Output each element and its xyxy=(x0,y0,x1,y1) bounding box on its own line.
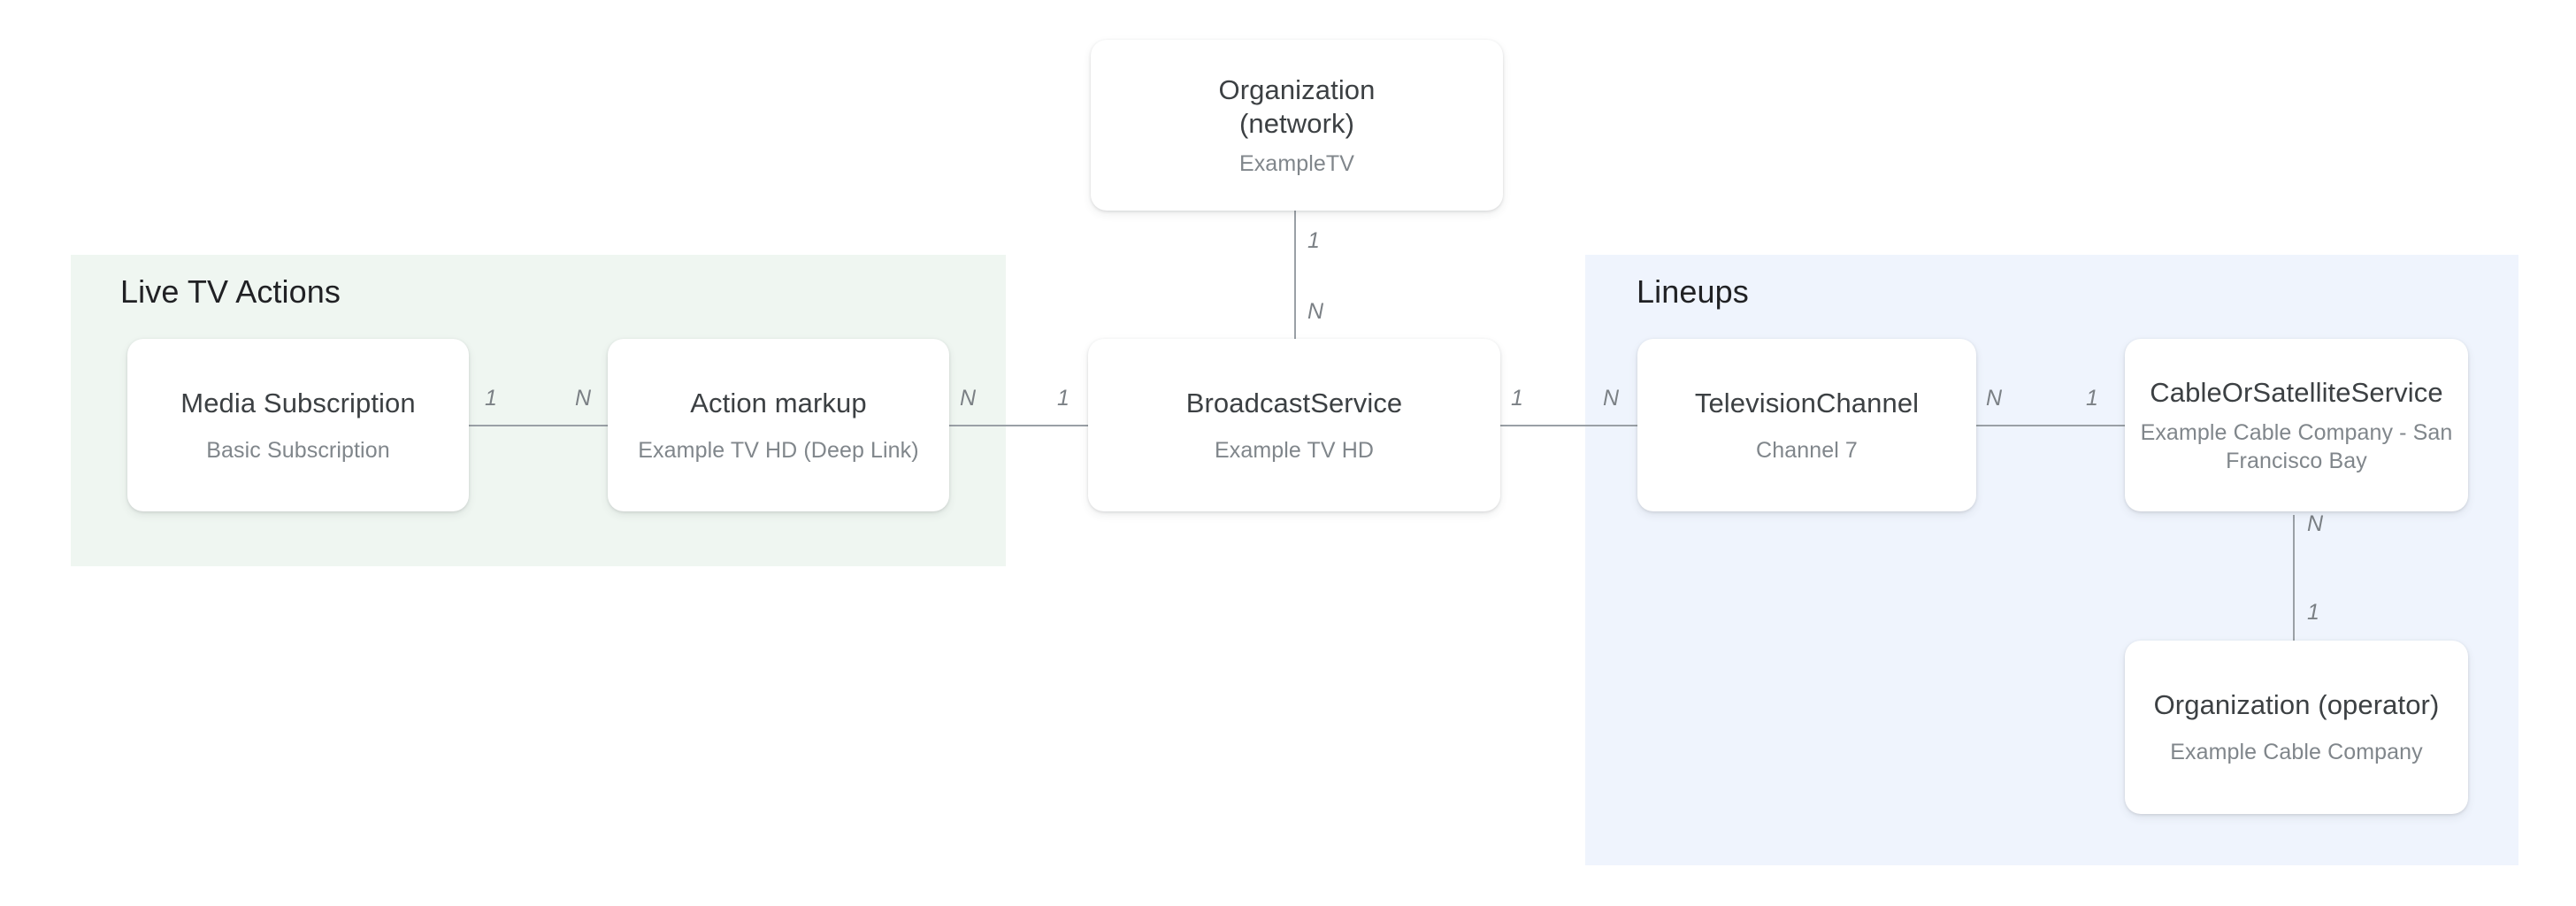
cardinality-media-subscription-to-action-markup-to: N xyxy=(575,386,592,411)
group-title-live-tv-actions: Live TV Actions xyxy=(120,273,341,310)
edge-media-subscription-to-action-markup xyxy=(467,425,609,426)
node-media-subscription-subtitle: Basic Subscription xyxy=(206,437,390,463)
node-organization-operator-subtitle: Example Cable Company xyxy=(2170,740,2423,764)
node-broadcast-service-subtitle: Example TV HD xyxy=(1214,437,1375,463)
node-action-markup-subtitle: Example TV HD (Deep Link) xyxy=(638,437,919,463)
node-action-markup-title: Action markup xyxy=(690,387,867,418)
node-television-channel-title: TelevisionChannel xyxy=(1694,387,1920,418)
cardinality-action-markup-to-broadcast-service-to: 1 xyxy=(1057,386,1070,411)
group-title-lineups: Lineups xyxy=(1637,273,1749,310)
cardinality-cable-or-satellite-service-to-organization-operator-from: N xyxy=(2307,511,2324,536)
node-organization-operator-title: Organization (operator) xyxy=(2153,689,2440,720)
edge-action-markup-to-broadcast-service xyxy=(947,425,1088,426)
edge-organization-network-to-broadcast-service xyxy=(1294,211,1296,342)
edge-broadcast-service-to-television-channel xyxy=(1497,425,1638,426)
node-organization-network-title-line2: (network) xyxy=(1238,107,1355,139)
cardinality-television-channel-to-cable-or-satellite-service-from: N xyxy=(1986,386,2003,411)
node-organization-network-subtitle: ExampleTV xyxy=(1238,150,1355,176)
edge-television-channel-to-cable-or-satellite-service xyxy=(1971,425,2130,426)
node-organization-operator[interactable]: Organization (operator) Example Cable Co… xyxy=(2125,641,2468,814)
cardinality-broadcast-service-to-television-channel-from: 1 xyxy=(1511,386,1523,411)
node-organization-network-title-line1: Organization xyxy=(1218,73,1376,105)
node-broadcast-service-title: BroadcastService xyxy=(1185,387,1403,418)
cardinality-action-markup-to-broadcast-service-from: N xyxy=(960,386,977,411)
node-broadcast-service[interactable]: BroadcastService Example TV HD xyxy=(1088,339,1500,511)
cardinality-organization-network-to-broadcast-service-to: N xyxy=(1307,299,1324,324)
node-organization-network[interactable]: Organization (network) ExampleTV xyxy=(1091,40,1503,211)
node-cable-or-satellite-service-subtitle: Example Cable Company - San Francisco Ba… xyxy=(2140,419,2453,473)
node-action-markup[interactable]: Action markup Example TV HD (Deep Link) xyxy=(608,339,949,511)
node-organization-network-title: Organization (network) xyxy=(1219,73,1376,141)
node-television-channel[interactable]: TelevisionChannel Channel 7 xyxy=(1637,339,1976,511)
node-media-subscription-title: Media Subscription xyxy=(180,387,416,418)
node-media-subscription[interactable]: Media Subscription Basic Subscription xyxy=(127,339,469,511)
cardinality-media-subscription-to-action-markup-from: 1 xyxy=(485,386,497,411)
node-cable-or-satellite-service[interactable]: CableOrSatelliteService Example Cable Co… xyxy=(2125,339,2468,511)
cardinality-television-channel-to-cable-or-satellite-service-to: 1 xyxy=(2086,386,2098,411)
node-cable-or-satellite-service-title: CableOrSatelliteService xyxy=(2150,376,2443,408)
cardinality-cable-or-satellite-service-to-organization-operator-to: 1 xyxy=(2307,600,2319,625)
cardinality-broadcast-service-to-television-channel-to: N xyxy=(1603,386,1620,411)
node-television-channel-subtitle: Channel 7 xyxy=(1756,437,1858,463)
edge-cable-or-satellite-service-to-organization-operator xyxy=(2293,515,2295,641)
cardinality-organization-network-to-broadcast-service-from: 1 xyxy=(1307,228,1320,253)
